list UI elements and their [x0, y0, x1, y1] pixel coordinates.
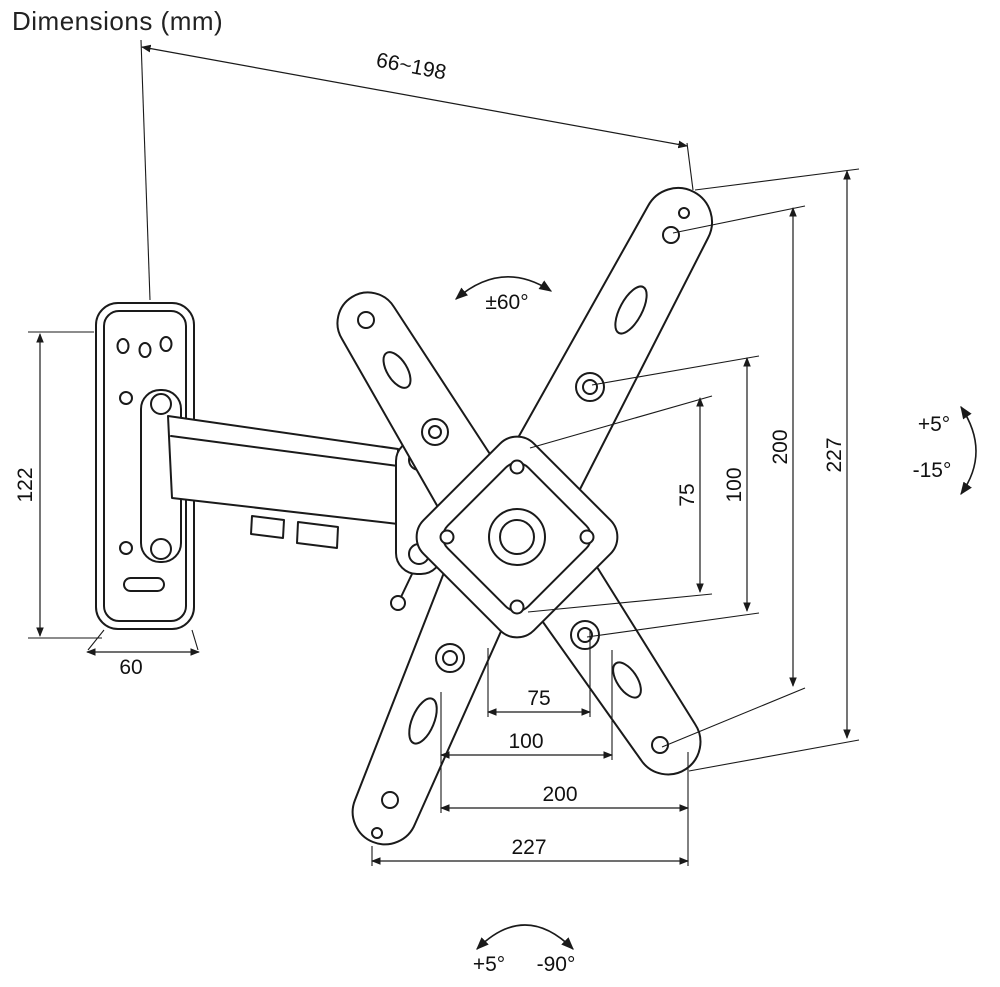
dim-vesa-horizontal-227: 227 — [371, 836, 689, 866]
articulating-arm — [167, 415, 399, 549]
dim-label-v75: 75 — [676, 483, 699, 506]
dim-swivel-angle: ±60° — [455, 275, 553, 314]
dim-label-tilt-down: -15° — [913, 459, 952, 482]
dim-label-plate-height: 122 — [14, 467, 37, 502]
page-title: Dimensions (mm) — [12, 6, 223, 36]
dim-extension-range: 66~198 — [140, 39, 694, 301]
dim-wall-plate-depth: 60 — [86, 629, 200, 679]
vesa-arm-upper-right — [504, 187, 713, 500]
dim-label-extension: 66~198 — [374, 49, 448, 85]
dim-vesa-horizontal-100: 100 — [440, 650, 613, 813]
dim-vesa-vertical-227: 227 — [688, 168, 860, 772]
dim-label-h227: 227 — [511, 836, 546, 859]
dim-label-tilt-up: +5° — [918, 413, 950, 436]
dim-label-swivel: ±60° — [485, 291, 528, 314]
dim-label-rotation-neg: -90° — [537, 953, 576, 976]
dim-label-h200: 200 — [542, 783, 577, 806]
vesa-center-plate — [415, 435, 619, 639]
dim-tilt-angles: +5° -15° — [913, 405, 977, 496]
dim-label-v200: 200 — [769, 429, 792, 464]
dim-vesa-vertical-75: 75 — [527, 395, 713, 613]
dim-rotation-angles: +5° -90° — [473, 924, 576, 976]
dim-label-plate-depth: 60 — [119, 656, 142, 679]
vesa-arm-lower-left — [351, 569, 516, 846]
dim-label-v227: 227 — [823, 437, 846, 472]
dim-label-v100: 100 — [723, 467, 746, 502]
dim-label-rotation-pos: +5° — [473, 953, 505, 976]
vesa-arm-upper-left — [336, 291, 502, 510]
dim-vesa-horizontal-75: 75 — [487, 630, 591, 717]
dim-label-h75: 75 — [527, 687, 550, 710]
dim-label-h100: 100 — [508, 730, 543, 753]
dim-vesa-vertical-200: 200 — [661, 205, 806, 748]
vesa-arm-lower-right — [527, 558, 702, 776]
dim-wall-plate-height: 122 — [14, 331, 102, 639]
dim-vesa-horizontal-200: 200 — [440, 752, 689, 866]
dim-vesa-vertical-100: 100 — [586, 355, 760, 638]
